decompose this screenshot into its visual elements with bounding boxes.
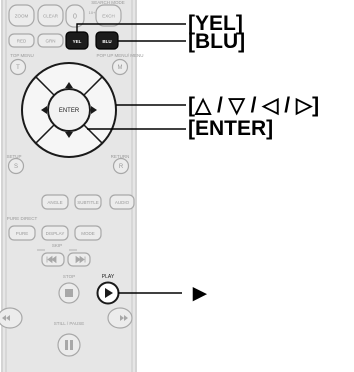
angle-button[interactable] — [41, 194, 69, 210]
still-pause-button[interactable] — [57, 333, 81, 357]
pause-icon — [65, 340, 68, 350]
blu-label: BLU — [102, 39, 111, 44]
row1-buttons — [8, 4, 122, 28]
blu-callout: [BLU] — [188, 30, 246, 53]
leader-lines — [76, 23, 186, 294]
angle-label: ANGLE — [47, 200, 62, 205]
skip-group: SKIP — [37, 243, 91, 267]
down-arrow-icon[interactable] — [65, 132, 73, 138]
return-label: RETURN — [111, 154, 130, 159]
red-label: RED — [17, 39, 27, 44]
green-label: GRN — [46, 39, 56, 44]
popup-menu-key: M — [118, 65, 123, 71]
mode-button[interactable] — [74, 225, 102, 241]
enter-callout: [ENTER] — [188, 117, 274, 140]
rewind-button[interactable] — [0, 307, 23, 329]
clear-button[interactable] — [37, 4, 64, 27]
top-menu-button[interactable] — [9, 58, 27, 76]
mode-label: MODE — [81, 231, 95, 236]
subtitle-label: SUBTITLE — [77, 200, 99, 205]
skip-forward-icon — [75, 255, 86, 264]
setup-label: SETUP — [6, 154, 21, 159]
stop-label: STOP — [63, 274, 75, 279]
yel-label: YEL — [73, 39, 82, 44]
pure-button[interactable] — [8, 225, 36, 241]
green-button[interactable] — [37, 33, 64, 48]
top-menu-label: TOP MENU — [10, 53, 34, 58]
pure-label: PURE — [16, 231, 29, 236]
skip-label: SKIP — [52, 243, 62, 248]
color-buttons — [8, 31, 119, 50]
rewind-icon — [2, 315, 10, 321]
popup-menu-label: POP UP MENU/ MENU — [96, 53, 143, 58]
arrows-callout: [△ / ▽ / ◁ / ▷] — [188, 94, 320, 117]
up-arrow-icon[interactable] — [65, 82, 73, 88]
return-button[interactable] — [112, 157, 130, 175]
exch-button[interactable] — [95, 4, 122, 27]
fast-forward-icon — [120, 315, 128, 321]
subtitle-button[interactable] — [74, 194, 102, 210]
zoom-label: ZOOM — [15, 14, 29, 19]
left-arrow-icon[interactable] — [41, 106, 47, 114]
still-pause-label: STILL / PAUSE — [54, 321, 85, 326]
zoom-button[interactable] — [8, 4, 35, 27]
yel-leader-line — [76, 23, 186, 32]
display-label: DISPLAY — [46, 231, 65, 236]
pause-icon-bar — [70, 340, 73, 350]
enter-key-label: ENTER — [59, 108, 80, 114]
popup-menu-button[interactable] — [111, 58, 129, 76]
play-callout: ► — [188, 280, 212, 307]
yel-callout: [YEL] — [188, 12, 243, 35]
red-button[interactable] — [8, 33, 35, 48]
transport-extra: STILL / PAUSE — [0, 307, 133, 357]
pure-direct-label: PURE DIRECT — [7, 216, 38, 221]
ten-plus-label: 10+ — [89, 10, 96, 15]
zero-button[interactable] — [65, 4, 85, 28]
play-icon — [105, 288, 113, 298]
skip-back-icon — [46, 255, 57, 264]
audio-label: AUDIO — [115, 200, 130, 205]
right-arrow-icon[interactable] — [91, 106, 97, 114]
return-key: R — [119, 164, 124, 170]
search-mode-label: SEARCH MODE — [91, 0, 125, 5]
display-button[interactable] — [41, 225, 69, 241]
exch-label: EXCH — [102, 14, 115, 19]
setup-button[interactable] — [7, 157, 25, 175]
zero-label: 0 — [73, 14, 77, 21]
enter-button[interactable] — [47, 88, 91, 132]
setup-key: S — [14, 164, 18, 170]
play-label: PLAY — [102, 274, 115, 280]
stop-icon — [65, 289, 73, 297]
audio-button[interactable] — [109, 194, 135, 210]
top-menu-key: T — [16, 65, 20, 71]
clear-label: CLEAR — [43, 14, 59, 19]
navigation-ring — [21, 62, 117, 158]
